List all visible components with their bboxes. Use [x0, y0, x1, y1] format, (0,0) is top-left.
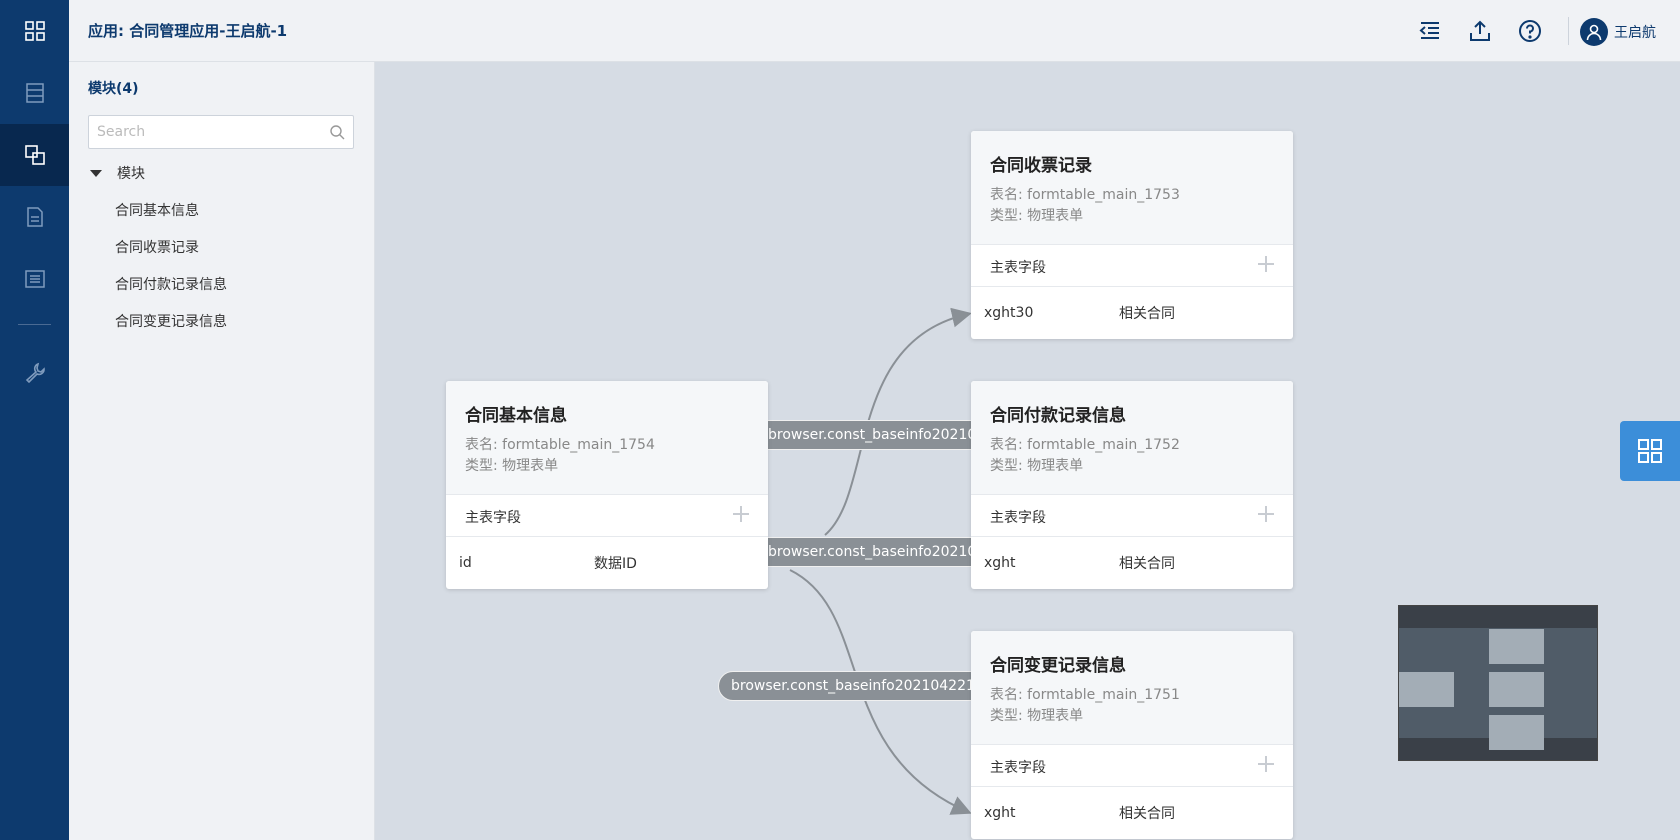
node-payment[interactable]: 合同付款记录信息 表名: formtable_main_1752 类型: 物理表… [971, 381, 1293, 589]
section-label: 主表字段 [990, 760, 1046, 776]
node-type: 类型: 物理表单 [990, 458, 1084, 474]
section-label: 主表字段 [465, 510, 521, 526]
minimap-node [1489, 715, 1544, 750]
node-section: 主表字段 [971, 495, 1293, 537]
grid-icon [1638, 439, 1662, 463]
add-field-icon[interactable] [1257, 255, 1275, 273]
node-invoice[interactable]: 合同收票记录 表名: formtable_main_1753 类型: 物理表单 … [971, 131, 1293, 339]
rail-tools[interactable] [0, 341, 69, 403]
node-basic[interactable]: 合同基本信息 表名: formtable_main_1754 类型: 物理表单 … [446, 381, 768, 589]
search-input[interactable] [97, 122, 317, 142]
tree-item-invoice[interactable]: 合同收票记录 [115, 240, 199, 256]
field-label: 相关合同 [1119, 306, 1175, 322]
document-icon [26, 207, 43, 227]
node-section: 主表字段 [971, 245, 1293, 287]
upload-icon [1470, 20, 1490, 41]
node-table-name: 表名: formtable_main_1752 [990, 437, 1180, 453]
tree-item-payment[interactable]: 合同付款记录信息 [115, 277, 227, 293]
minimap-node [1489, 672, 1544, 707]
rail-list[interactable] [0, 62, 69, 124]
minimap-node [1399, 672, 1454, 707]
search-box [88, 115, 354, 149]
module-panel: 模块(4) 模块 合同基本信息 合同收票记录 合同付款记录信息 合同变更记录信息 [69, 62, 375, 840]
field-name: id [459, 555, 472, 571]
node-header: 合同付款记录信息 表名: formtable_main_1752 类型: 物理表… [971, 381, 1293, 495]
add-field-icon[interactable] [1257, 755, 1275, 773]
node-type: 类型: 物理表单 [990, 708, 1084, 724]
field-label: 相关合同 [1119, 806, 1175, 822]
floating-grid-button[interactable] [1620, 421, 1680, 481]
tree-item-change[interactable]: 合同变更记录信息 [115, 314, 227, 330]
node-header: 合同收票记录 表名: formtable_main_1753 类型: 物理表单 [971, 131, 1293, 245]
diagram-canvas[interactable]: browser.const_baseinfo20210422121 browse… [375, 62, 1680, 840]
node-section: 主表字段 [446, 495, 768, 537]
apps-icon [24, 21, 45, 41]
node-type: 类型: 物理表单 [465, 458, 559, 474]
field-name: xght30 [984, 305, 1034, 321]
collapse-menu-button[interactable] [1415, 16, 1445, 46]
field-row[interactable]: xght30 相关合同 [971, 287, 1293, 339]
node-section: 主表字段 [971, 745, 1293, 787]
upload-button[interactable] [1465, 16, 1495, 46]
add-field-icon[interactable] [1257, 505, 1275, 523]
node-title: 合同基本信息 [465, 406, 567, 426]
field-row[interactable]: xght 相关合同 [971, 787, 1293, 839]
avatar [1580, 18, 1608, 46]
node-type: 类型: 物理表单 [990, 208, 1084, 224]
collapse-menu-icon [1419, 22, 1439, 39]
edge-label-invoice[interactable]: browser.const_baseinfo20210422121 [755, 420, 973, 450]
minimap-band-top [1399, 606, 1597, 628]
user-menu[interactable]: 王启航 [1580, 18, 1656, 46]
node-title: 合同变更记录信息 [990, 656, 1126, 676]
app-title: 应用: 合同管理应用-王启航-1 [88, 22, 288, 40]
field-label: 数据ID [594, 556, 637, 572]
field-label: 相关合同 [1119, 556, 1175, 572]
edge-label-change[interactable]: browser.const_baseinfo20210422121 [718, 671, 973, 701]
tree-root-label: 模块 [117, 166, 145, 182]
field-row[interactable]: id 数据ID [446, 537, 768, 589]
header: 应用: 合同管理应用-王启航-1 王启航 [69, 0, 1680, 62]
field-row[interactable]: xght 相关合同 [971, 537, 1293, 589]
rail-apps[interactable] [0, 0, 69, 62]
edge-label-payment[interactable]: browser.const_baseinfo20210422121 [755, 537, 973, 567]
rail-document[interactable] [0, 186, 69, 248]
caret-down-icon[interactable] [90, 169, 102, 177]
modules-icon [24, 145, 45, 165]
user-icon [1586, 24, 1602, 41]
user-name: 王启航 [1614, 25, 1656, 41]
link-invoice [824, 307, 972, 536]
node-header: 合同变更记录信息 表名: formtable_main_1751 类型: 物理表… [971, 631, 1293, 745]
header-separator [1568, 17, 1569, 45]
field-name: xght [984, 805, 1016, 821]
field-name: xght [984, 555, 1016, 571]
node-title: 合同收票记录 [990, 156, 1092, 176]
node-change[interactable]: 合同变更记录信息 表名: formtable_main_1751 类型: 物理表… [971, 631, 1293, 839]
node-header: 合同基本信息 表名: formtable_main_1754 类型: 物理表单 [446, 381, 768, 495]
panel-title: 模块(4) [88, 81, 139, 97]
minimap[interactable] [1398, 605, 1598, 761]
add-field-icon[interactable] [732, 505, 750, 523]
section-label: 主表字段 [990, 260, 1046, 276]
report-icon [24, 270, 45, 288]
rail-report[interactable] [0, 248, 69, 310]
node-title: 合同付款记录信息 [990, 406, 1126, 426]
minimap-node [1489, 629, 1544, 664]
node-table-name: 表名: formtable_main_1754 [465, 437, 655, 453]
help-icon [1519, 20, 1541, 42]
section-label: 主表字段 [990, 510, 1046, 526]
left-rail [0, 0, 69, 840]
search-icon[interactable] [329, 124, 345, 140]
list-icon [25, 83, 44, 103]
wrench-icon [25, 362, 45, 383]
help-button[interactable] [1515, 16, 1545, 46]
tree-root[interactable]: 模块 [88, 163, 145, 183]
rail-divider [18, 324, 51, 325]
node-table-name: 表名: formtable_main_1753 [990, 187, 1180, 203]
tree-item-basic[interactable]: 合同基本信息 [115, 203, 199, 219]
node-table-name: 表名: formtable_main_1751 [990, 687, 1180, 703]
rail-modules[interactable] [0, 124, 69, 186]
